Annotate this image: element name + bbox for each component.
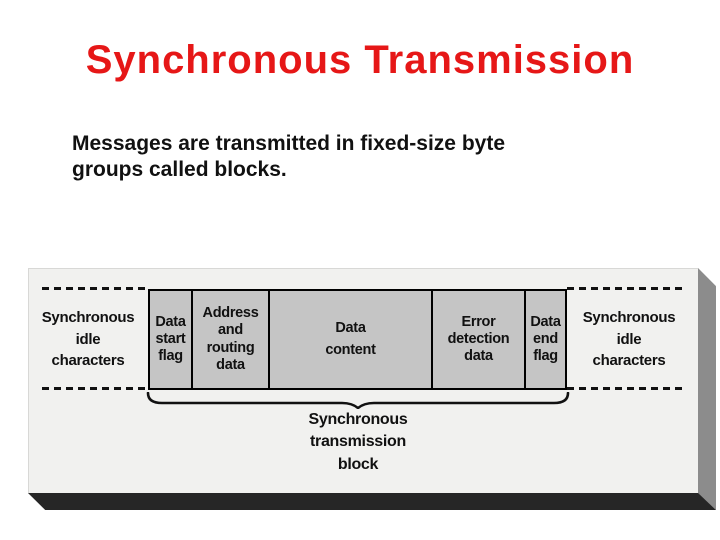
idle-stream-dotted-line-bottom-left: [42, 387, 148, 390]
body-text: Messages are transmitted in fixed-size b…: [72, 132, 505, 182]
idle-stream-dotted-line-top-left: [42, 287, 148, 290]
segment-data-start-flag: Data start flag: [148, 289, 193, 390]
underbrace-shape: [146, 392, 570, 409]
idle-stream-dotted-line-bottom-right: [567, 387, 682, 390]
segment-address-routing-data: Address and routing data: [191, 289, 270, 390]
transmission-block-caption: Synchronous transmission block: [308, 411, 408, 473]
segment-data-content: Data content: [268, 289, 433, 390]
panel-bottom-bevel: [28, 493, 716, 510]
segment-error-detection-data: Error detection data: [431, 289, 526, 390]
idle-characters-label-right: Synchronous idle characters: [582, 308, 676, 370]
idle-stream-dotted-line-top-right: [567, 287, 682, 290]
idle-characters-label-left: Synchronous idle characters: [41, 308, 135, 370]
segment-data-end-flag: Data end flag: [524, 289, 567, 390]
panel-right-bevel: [698, 268, 716, 510]
transmission-block-segments: Data start flag Address and routing data…: [148, 289, 567, 390]
page-title: Synchronous Transmission: [85, 38, 635, 82]
